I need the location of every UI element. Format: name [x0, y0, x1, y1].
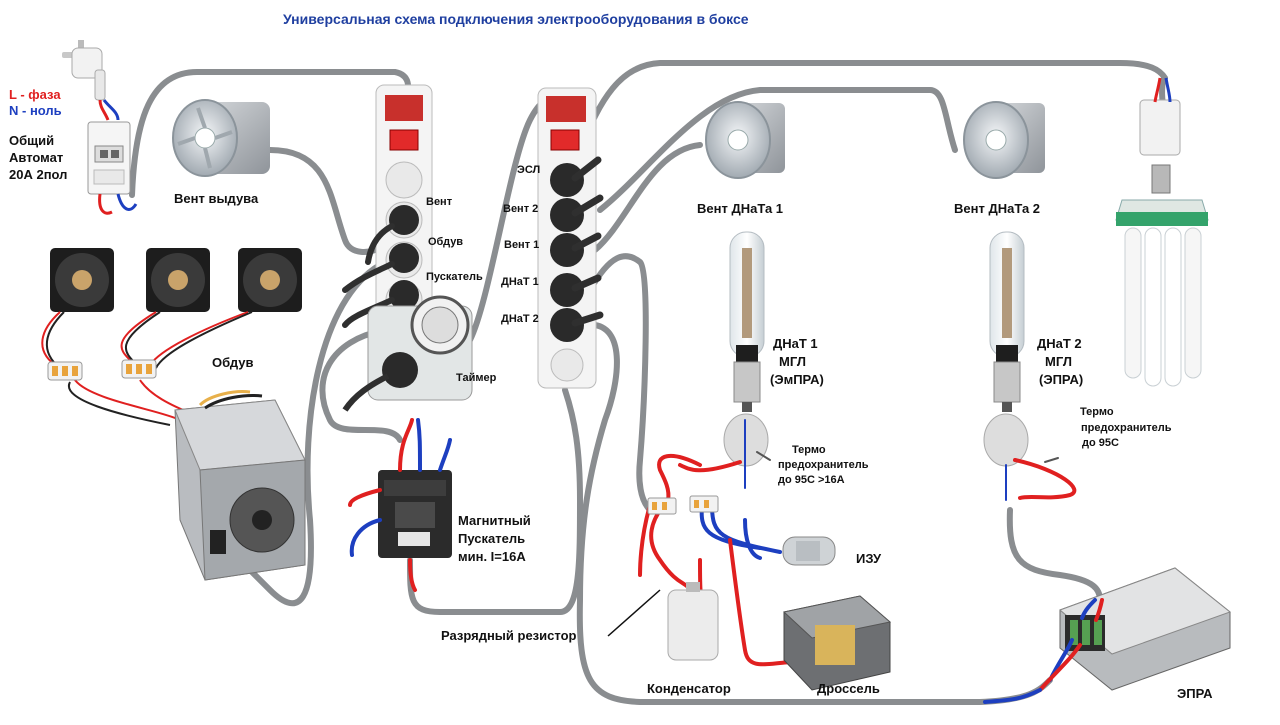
epra-wires: [983, 598, 1104, 704]
pc-fan-icon: [146, 248, 210, 312]
cable-dnat1: [587, 253, 653, 513]
label-strip1-blow: Обдув: [428, 236, 464, 248]
label-fuse2-2: предохранитель: [1081, 422, 1172, 434]
cable-vent2: [597, 87, 958, 213]
label-strip2-dnat1: ДНаТ 1: [501, 276, 539, 288]
label-strip2-vent1: Вент 1: [504, 239, 540, 251]
timer-icon: [342, 295, 473, 412]
breaker-icon: [87, 121, 131, 195]
label-lamp1-1: ДНаТ 1: [773, 336, 818, 351]
igniter-icon: [782, 536, 836, 566]
hps-lamp-icon: [983, 231, 1029, 467]
label-strip2-dnat2: ДНаТ 2: [501, 313, 539, 325]
label-contactor-1: Магнитный: [458, 513, 531, 528]
label-vent-exhaust: Вент выдува: [174, 191, 259, 206]
label-strip2-esl: ЭСЛ: [517, 164, 541, 176]
wires-breaker-out: [98, 193, 138, 215]
breaker-label-2: Автомат: [9, 150, 64, 165]
wires-plug-breaker: [98, 99, 120, 121]
wago-connectors: [47, 359, 157, 381]
cable-vent1: [592, 142, 703, 253]
contactor-wires: [348, 418, 452, 592]
label-lamp2-3: (ЭПРА): [1039, 372, 1084, 387]
label-strip1-vent: Вент: [426, 196, 453, 208]
resistor-pointer: [607, 589, 661, 637]
power-strip-icon: [375, 84, 433, 346]
ballast-wagos: [647, 495, 719, 515]
pc-fans: [50, 248, 302, 312]
cfl-lamp-icon: [1115, 99, 1209, 387]
capacitor-icon: [667, 582, 719, 661]
cable-esl: [577, 60, 1168, 153]
label-choke: Дроссель: [817, 681, 880, 696]
label-blowers: Обдув: [212, 355, 254, 370]
strip2-plug-stubs: [571, 156, 604, 327]
strip1-plugs-cables: [342, 223, 395, 328]
legend-phase: L - фаза: [9, 87, 61, 102]
label-fuse1-2: предохранитель: [778, 459, 869, 471]
choke-icon: [782, 595, 892, 691]
contactor-icon: [378, 470, 452, 558]
power-supply-icon: [174, 390, 306, 581]
breaker-label-3: 20А 2пол: [9, 167, 68, 182]
cfl-wires: [1153, 77, 1172, 103]
cable-epra-lamp2: [1006, 507, 1103, 603]
label-lamp1-2: МГЛ: [779, 354, 806, 369]
label-vent-dnat1: Вент ДНаТа 1: [697, 201, 784, 216]
label-fuse1-3: до 95С >16А: [778, 474, 845, 486]
label-fuse2-3: до 95С: [1082, 437, 1119, 449]
label-lamp1-3: (ЭмПРА): [770, 372, 824, 387]
exhaust-fan-icon: [172, 99, 270, 177]
label-epra: ЭПРА: [1177, 686, 1213, 701]
label-resistor: Разрядный резистор: [441, 628, 577, 643]
label-fuse1-1: Термо: [792, 444, 826, 456]
label-capacitor: Конденсатор: [647, 681, 731, 696]
power-strip-icon: [537, 87, 597, 389]
pc-fan-icon: [238, 248, 302, 312]
label-izu: ИЗУ: [856, 551, 882, 566]
label-strip2-vent2: Вент 2: [503, 203, 539, 215]
label-timer: Таймер: [456, 372, 497, 384]
label-fuse2-1: Термо: [1080, 406, 1114, 418]
label-contactor-2: Пускатель: [458, 531, 526, 546]
cable-blower-psu: [227, 262, 383, 607]
cable-main-feed: [129, 68, 411, 198]
fan-icon: [963, 101, 1045, 179]
plug-icon: [62, 40, 106, 101]
fan-icon: [705, 101, 785, 179]
label-vent-dnat2: Вент ДНаТа 2: [954, 201, 1041, 216]
label-strip1-starter: Пускатель: [426, 271, 483, 283]
label-lamp2-1: ДНаТ 2: [1037, 336, 1082, 351]
pc-fan-icon: [50, 248, 114, 312]
legend-neutral: N - ноль: [9, 103, 62, 118]
fuse-wires: [657, 419, 1077, 502]
label-contactor-3: мин. I=16А: [458, 549, 526, 564]
ballast-icon: [1059, 567, 1232, 691]
cable-starter-to-contactor: [319, 327, 403, 443]
page-title: Универсальная схема подключения электроо…: [283, 11, 749, 27]
cable-exhaust-fan: [267, 147, 388, 255]
breaker-label-1: Общий: [9, 133, 55, 148]
label-lamp2-2: МГЛ: [1045, 354, 1072, 369]
